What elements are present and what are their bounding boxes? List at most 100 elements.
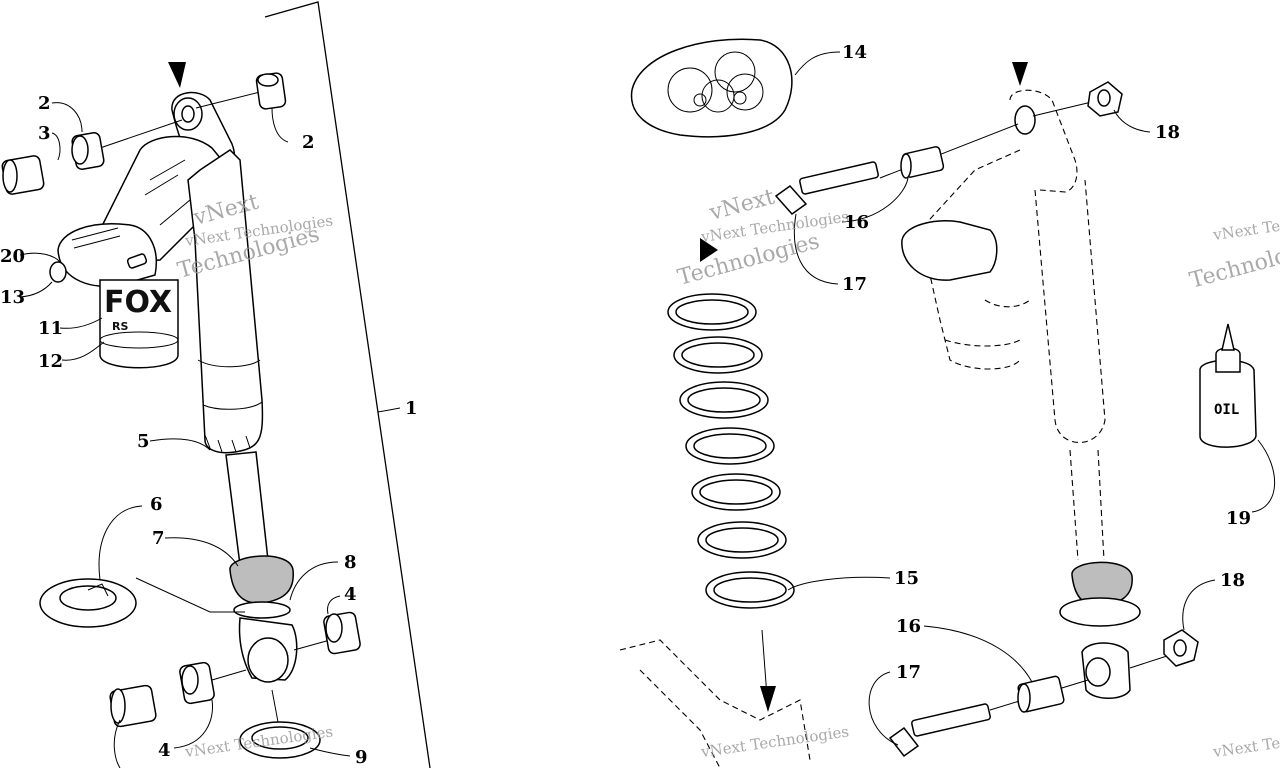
callout-14: 14 [842,42,867,63]
leader-4b [173,699,214,749]
part-16-sleeve-bottom [1017,675,1065,713]
leader-17b [868,671,899,746]
leader-9 [309,747,351,757]
oil-bottle-label: OIL [1214,402,1239,418]
cap-tab [126,253,148,269]
left-shock-assembly: FOX RS [1,1,431,768]
frame-phantom-outline [619,639,811,761]
leader-1 [377,407,401,413]
direction-arrow [168,62,186,88]
part-18-nut-top [1087,81,1123,117]
phantom-top-eye [1014,105,1036,135]
callout-3: 3 [38,123,51,144]
part-4-bushing-left [179,661,215,705]
leader-18b [1182,579,1216,631]
callout-9: 9 [355,747,368,768]
reservoir-body [99,279,179,369]
body-notches [204,434,251,453]
leader-14 [794,51,841,76]
shaft-washer [233,601,291,619]
leader-5 [149,438,211,451]
watermark-3a: vNext Technologies [1211,205,1280,244]
frame-phantom-outline-2 [639,669,721,768]
leader-7 [164,537,239,567]
leader-15 [787,576,891,591]
callout-18a: 18 [1155,122,1180,143]
direction-arrow-right [1012,62,1028,86]
lower-eye-bore [247,637,289,683]
leader-6 [98,505,143,581]
leader-3 [51,132,61,161]
callout-5: 5 [137,431,150,452]
leader-spacer [113,719,121,768]
cap-lines [71,227,121,249]
leader-12 [61,341,105,361]
shock-shaft [225,451,269,566]
leader-6-line [135,577,245,613]
callout-17a: 17 [842,274,867,295]
leader-20 [19,252,61,263]
axis-line-bottom-left [211,669,247,681]
brand-sub-logo: RS [112,320,128,333]
part-4-bushing-right [323,611,361,655]
leader-18a [1113,109,1151,133]
callout-13: 13 [0,287,25,308]
brand-logo: FOX [104,285,172,320]
leader-2a [51,102,83,133]
part-3-spacer [1,155,45,195]
watermark-6a: vNext Technologies [1211,722,1280,761]
leader-19 [1251,439,1276,513]
part-16-sleeve-top [900,146,945,179]
part-19-oil-bottle: OIL [1199,323,1257,448]
spring-direction-arrow [700,238,718,262]
axis-line-right-lower [1129,654,1171,669]
right-assembly: OIL [619,38,1276,768]
callout-2a: 2 [38,93,51,114]
part-9-spanner-nut [239,721,321,759]
part-13-oring [49,261,67,283]
leader-13 [19,281,53,298]
callout-1: 1 [405,398,418,419]
axis-line-bottom-right [293,639,331,651]
callout-16b: 16 [896,616,921,637]
axis-line-top-left [99,119,183,149]
callout-12: 12 [38,351,63,372]
part-17-bolt-bottom [888,703,991,758]
shock-main-body [187,149,264,454]
callout-4b: 4 [158,740,171,761]
reservoir-ring [99,331,179,349]
part-15-coil-spring [667,293,795,609]
arm-detail [144,159,191,226]
retainer-right [1059,597,1141,627]
part-6-retainer-clip [39,578,137,628]
callout-15: 15 [894,568,919,589]
spring-install-arrow [760,686,776,712]
callout-16a: 16 [844,212,869,233]
watermark-5a: vNext Technologies [699,722,850,761]
bump-stop [229,555,294,604]
leader-11 [59,317,103,329]
callout-17b: 17 [896,662,921,683]
reservoir-cap [57,223,157,288]
axis-line-top-right [195,91,261,109]
callout-labels: 1 2 2 3 4 4 5 6 7 8 9 11 12 13 14 15 16 … [0,42,1251,768]
callout-20: 20 [0,246,25,267]
part-2-bushing-left [71,132,105,170]
callout-18b: 18 [1220,570,1245,591]
callout-8: 8 [344,552,357,573]
leader-4a [327,595,341,615]
callout-4a: 4 [344,584,357,605]
part-4-spacer [109,684,157,728]
callout-6: 6 [150,494,163,515]
leader-17a [793,213,839,285]
callout-7: 7 [152,528,165,549]
leader-16b [923,625,1033,683]
assembly-bracket-line [264,1,431,768]
leader-16a [841,177,909,223]
phantom-reservoir-cap [901,220,998,281]
leader-2b [271,107,289,143]
part-2-bushing-right [255,72,287,110]
body-rings [197,359,263,410]
leader-9-line [271,689,279,723]
